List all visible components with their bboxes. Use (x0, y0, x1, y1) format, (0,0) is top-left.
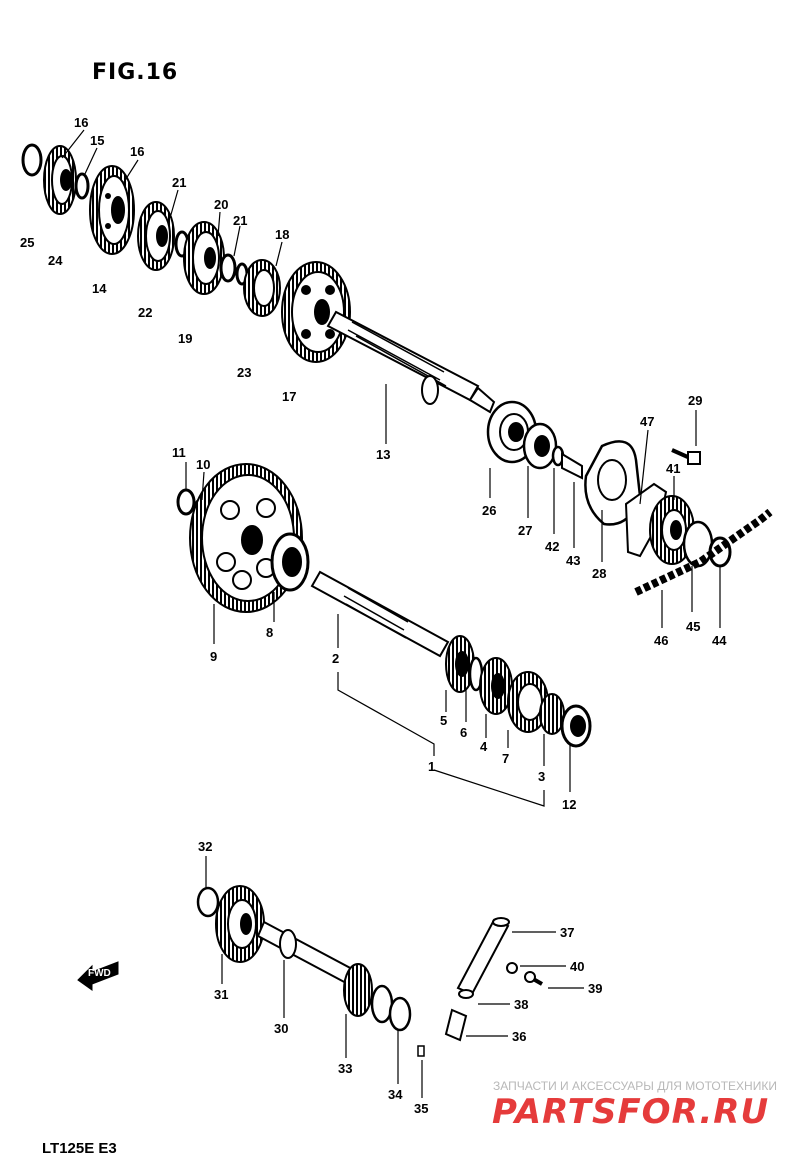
watermark-caption: ЗАПЧАСТИ И АКСЕССУАРЫ ДЛЯ МОТОТЕХНИКИ (493, 1079, 777, 1093)
callout-3: 3 (538, 769, 546, 784)
callout-5: 5 (440, 713, 448, 728)
part-11-nut (176, 488, 196, 516)
part-15-bushing (74, 172, 90, 200)
callout-13: 13 (376, 447, 391, 462)
callout-10: 10 (196, 457, 211, 472)
callout-1: 1 (428, 759, 436, 774)
callout-43: 43 (566, 553, 581, 568)
callout-28: 28 (592, 566, 607, 581)
callout-45: 45 (686, 619, 701, 634)
callout-47: 47 (640, 414, 655, 429)
callout-35: 35 (414, 1101, 429, 1116)
countershaft-assembly (21, 143, 773, 596)
callout-15: 15 (90, 133, 105, 148)
callout-26: 26 (482, 503, 497, 518)
callout-24: 24 (48, 253, 63, 268)
callout-25: 25 (20, 235, 35, 250)
callout-39: 39 (588, 981, 603, 996)
callout-4: 4 (480, 739, 488, 754)
part-35-pin (417, 1045, 425, 1057)
callout-12: 12 (562, 797, 577, 812)
mainshaft-assembly (176, 463, 592, 748)
part-43-spacer (561, 452, 583, 480)
model-label: LT125E E3 (42, 1140, 117, 1157)
callout-46: 46 (654, 633, 669, 648)
callout-18: 18 (275, 227, 290, 242)
callout-7: 7 (502, 751, 510, 766)
callout-2: 2 (332, 651, 340, 666)
part-30-shaft (256, 920, 356, 986)
part-36-fitting (444, 1008, 468, 1042)
part-40-washer (506, 962, 518, 974)
figure-title: FIG.16 (92, 60, 179, 85)
callout-36: 36 (512, 1029, 527, 1044)
fwd-label: FWD (88, 968, 111, 979)
callout-20: 20 (214, 197, 229, 212)
part-33-gear (343, 963, 373, 1017)
part-45-washer (682, 520, 714, 568)
callout-30: 30 (274, 1021, 289, 1036)
callout-8: 8 (266, 625, 274, 640)
callout-41: 41 (666, 461, 681, 476)
callout-21: 21 (233, 213, 248, 228)
callout-11: 11 (172, 445, 186, 460)
part-34-washer (388, 996, 412, 1032)
callout-37: 37 (560, 925, 575, 940)
callout-14: 14 (92, 281, 107, 296)
part-32-washer (196, 886, 220, 918)
callout-17: 17 (282, 389, 297, 404)
callout-44: 44 (712, 633, 727, 648)
callout-22: 22 (138, 305, 153, 320)
callout-19: 19 (178, 331, 193, 346)
callout-32: 32 (198, 839, 213, 854)
callout-6: 6 (460, 725, 468, 740)
part-37-shaft (456, 918, 510, 996)
part-38-ring (458, 989, 474, 999)
callout-42: 42 (545, 539, 560, 554)
callout-9: 9 (210, 649, 218, 664)
callout-29: 29 (688, 393, 703, 408)
callout-34: 34 (388, 1087, 403, 1102)
callout-31: 31 (214, 987, 229, 1002)
part-2-shaft (310, 570, 450, 658)
callout-27: 27 (518, 523, 533, 538)
fwd-arrow-icon (77, 961, 119, 991)
part-25-washer (21, 143, 43, 177)
callout-21: 21 (172, 175, 187, 190)
leader-lines (61, 129, 721, 1098)
watermark-brand: PARTSFOR.RU (492, 1092, 770, 1132)
part-3-gear (539, 693, 565, 735)
callout-40: 40 (570, 959, 585, 974)
callout-23: 23 (237, 365, 252, 380)
callout-38: 38 (514, 997, 529, 1012)
callout-16: 16 (130, 144, 145, 159)
lower-assembly (196, 885, 543, 1057)
callout-33: 33 (338, 1061, 353, 1076)
callout-16: 16 (74, 115, 89, 130)
part-13-shaft (326, 310, 480, 402)
